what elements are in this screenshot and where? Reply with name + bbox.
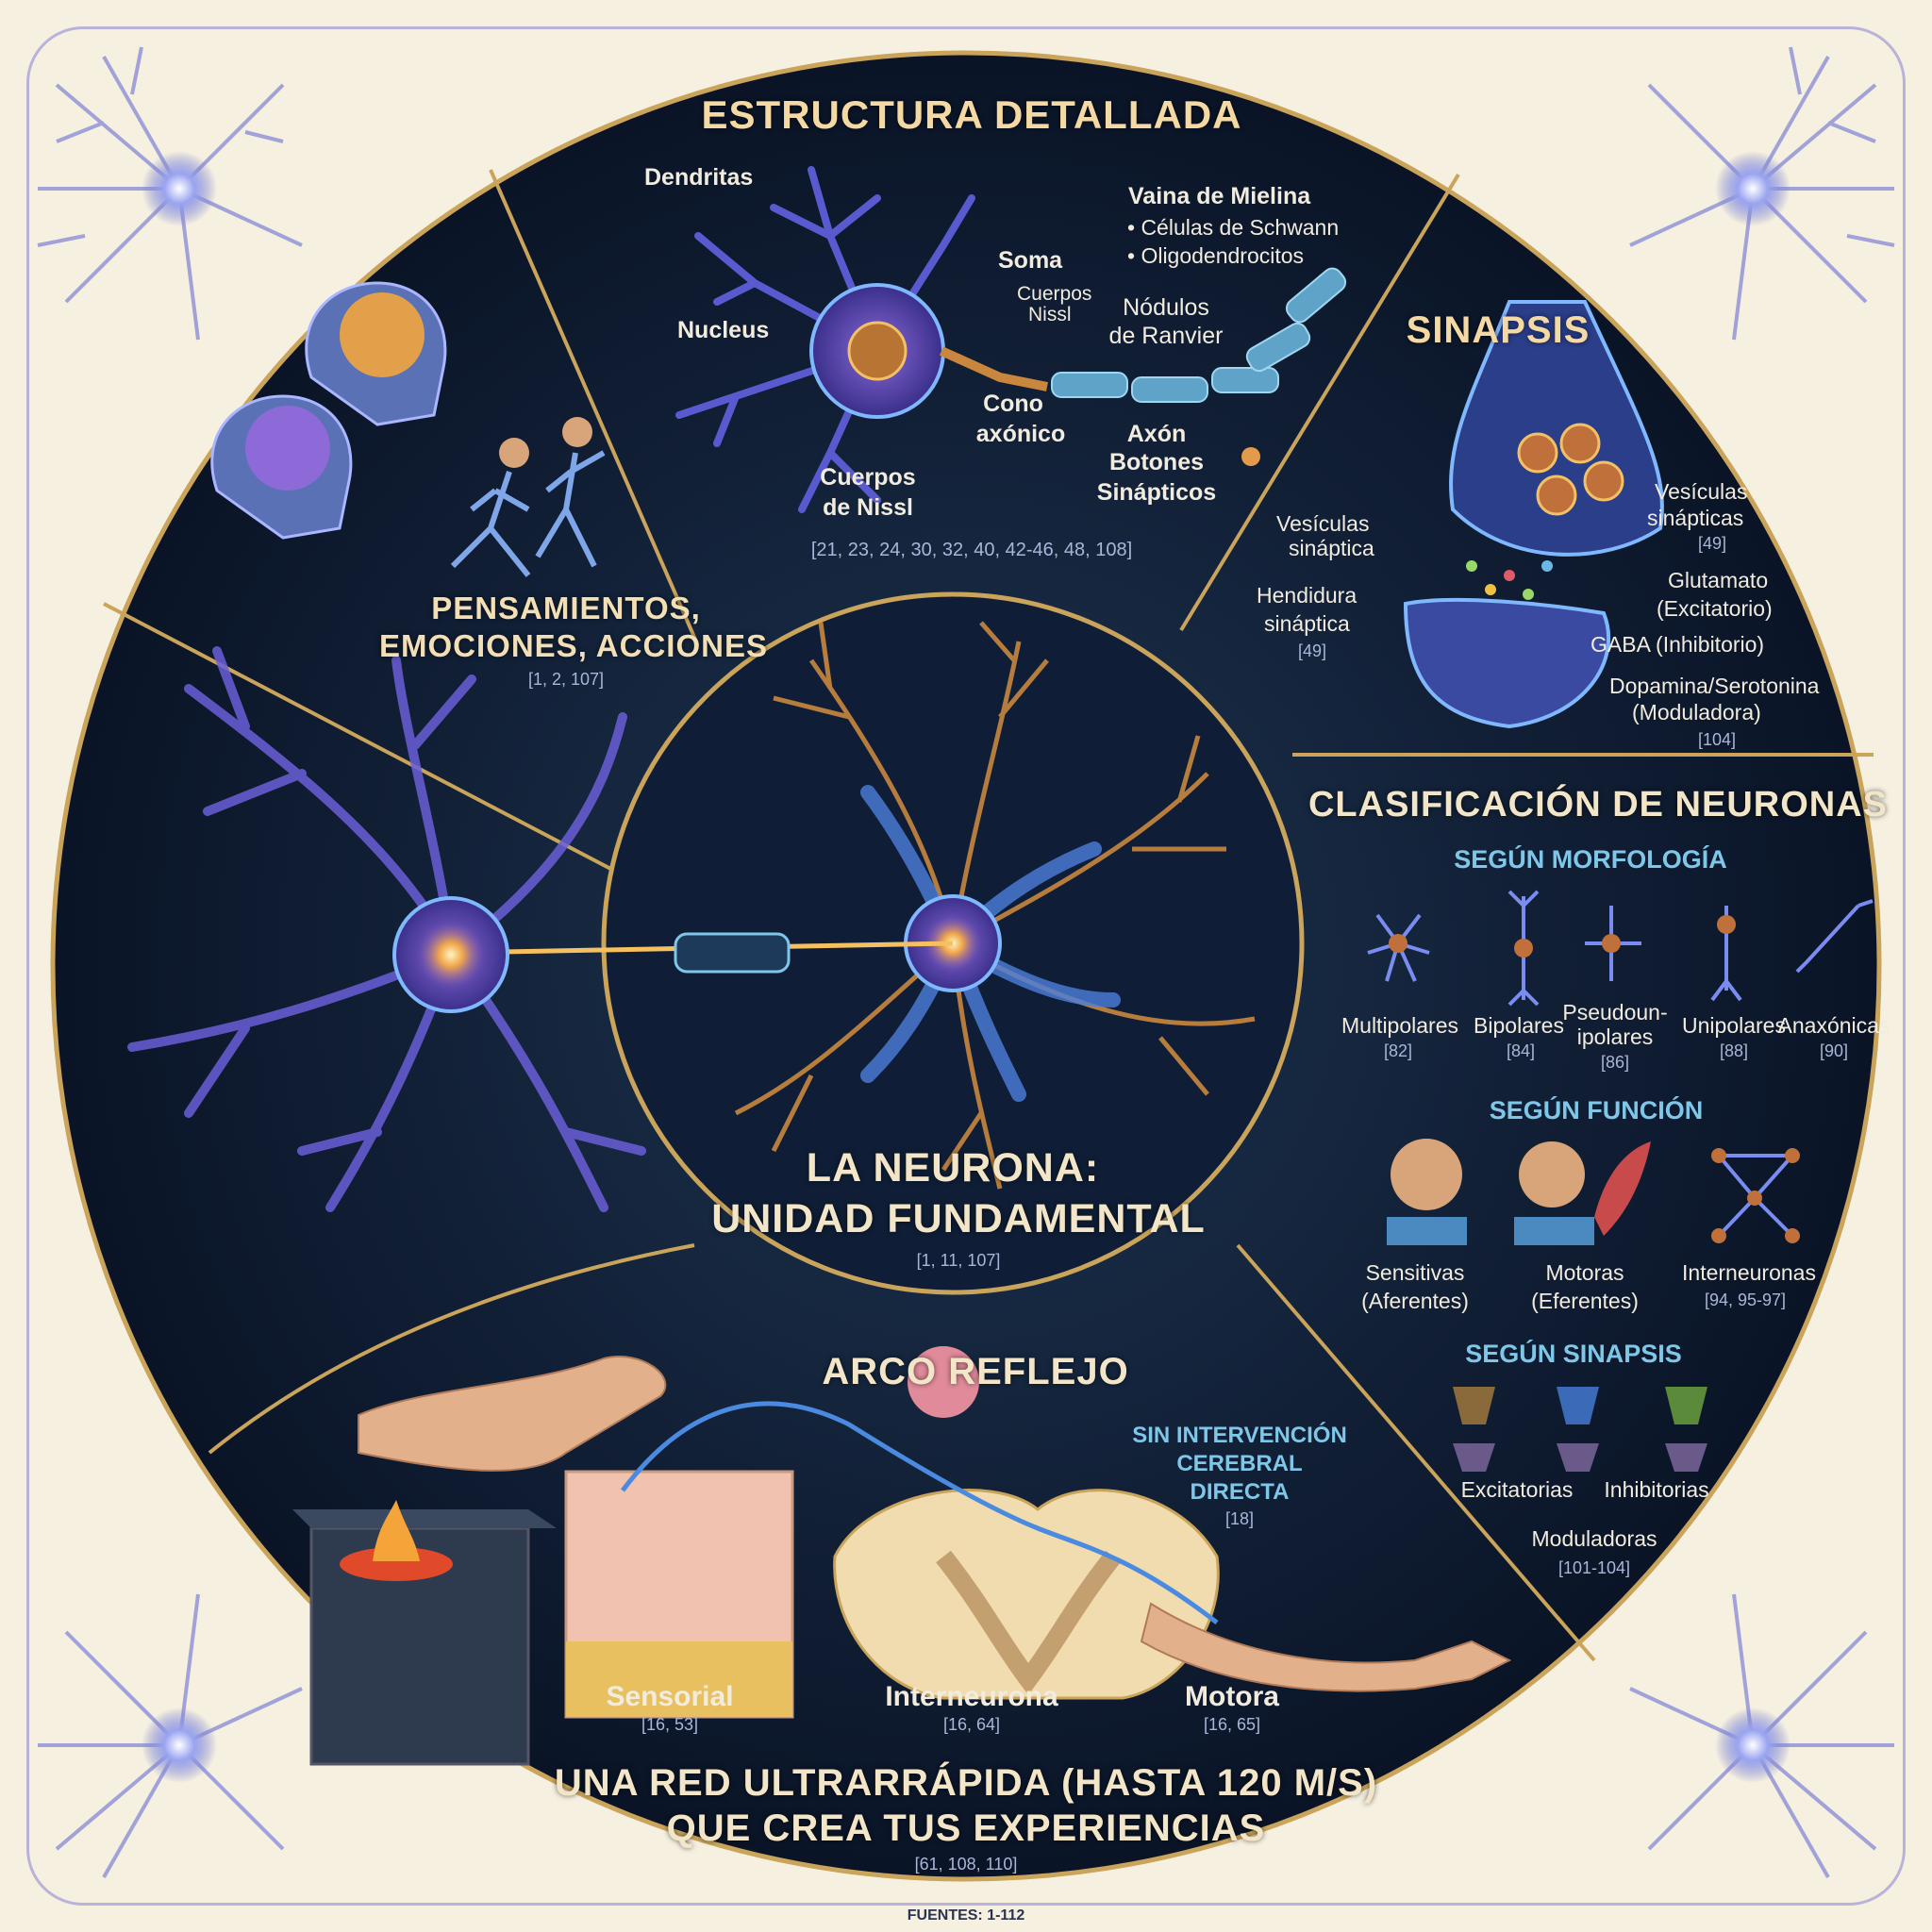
- label-vesiculas-left-2: sináptica: [1289, 536, 1374, 560]
- reflejo-sin-ref: [18]: [1224, 1509, 1255, 1528]
- label-hendidura-1: Hendidura: [1257, 583, 1357, 608]
- funcion-heading: SEGÚN FUNCIÓN: [1489, 1096, 1704, 1124]
- morph-anaxonicas: Anaxónicas: [1777, 1013, 1890, 1038]
- label-nissl-2: de Nissl: [823, 494, 913, 521]
- label-dopamina-1: Dopamina/Serotonina: [1609, 674, 1820, 698]
- label-nissl-1: Cuerpos: [820, 464, 916, 491]
- pensamientos-line1: PENSAMIENTOS,: [431, 591, 701, 625]
- reflejo-sensorial: Sensorial: [606, 1681, 734, 1712]
- morph-bipolares-ref: [84]: [1506, 1041, 1536, 1060]
- label-botones-2: Sinápticos: [1096, 479, 1217, 506]
- morph-pseudo-2: ipolares: [1576, 1024, 1654, 1049]
- corner-neuron-bottom-left: [38, 1593, 303, 1878]
- label-nucleus: Nucleus: [677, 317, 770, 343]
- label-oligo: • Oligodendrocitos: [1127, 243, 1305, 268]
- reflejo-interneurona: Interneurona: [885, 1681, 1058, 1712]
- label-nodulos-1: Nódulos: [1123, 294, 1209, 321]
- morph-unipolares: Unipolares: [1682, 1013, 1786, 1038]
- bottom-line-2: QUE CREA TUS EXPERIENCIAS: [666, 1807, 1266, 1849]
- reflex-artwork: [292, 1346, 1512, 1766]
- hendidura-ref: [49]: [1298, 641, 1327, 660]
- morph-multipolares-ref: [82]: [1383, 1041, 1413, 1060]
- func-motoras-1: Motoras: [1545, 1260, 1624, 1285]
- bottom-refs: [61, 108, 110]: [914, 1855, 1018, 1874]
- reflejo-sin-2: CEREBRAL: [1176, 1451, 1303, 1476]
- syn-moduladoras: Moduladoras: [1531, 1526, 1657, 1551]
- reflejo-title: ARCO REFLEJO: [822, 1351, 1129, 1392]
- label-dendritas: Dendritas: [644, 164, 754, 191]
- pensamientos-refs: [1, 2, 107]: [527, 670, 605, 689]
- postsynaptic-terminal: [1403, 597, 1610, 729]
- label-cono-2: axónico: [975, 421, 1066, 447]
- func-motoras-2: (Eferentes): [1531, 1289, 1639, 1313]
- morph-bipolares: Bipolares: [1474, 1013, 1564, 1038]
- label-botones-1: Botones: [1109, 449, 1204, 475]
- bottom-line-1: UNA RED ULTRARRÁPIDA (HASTA 120 M/S): [554, 1762, 1378, 1804]
- syn-excitatorias: Excitatorias: [1460, 1477, 1574, 1502]
- label-cuerpos-small-1: Cuerpos: [1017, 283, 1092, 305]
- function-icons: [1387, 1139, 1800, 1245]
- label-hendidura-2: sináptica: [1264, 611, 1350, 636]
- reflejo-sin-3: DIRECTA: [1190, 1479, 1290, 1505]
- morph-unipolares-ref: [88]: [1719, 1041, 1749, 1060]
- label-dopamina-2: (Moduladora): [1632, 700, 1761, 724]
- neurotransmitters: [1466, 560, 1553, 600]
- reflejo-sin-1: SIN INTERVENCIÓN: [1132, 1423, 1347, 1448]
- myelin-sheath: [1051, 267, 1347, 403]
- center-title-1: LA NEURONA:: [806, 1145, 1100, 1191]
- label-nodulos-2: de Ranvier: [1108, 323, 1224, 349]
- label-vaina: Vaina de Mielina: [1128, 183, 1311, 209]
- runners: [450, 417, 606, 577]
- label-glutamato-2: (Excitatorio): [1657, 596, 1773, 621]
- clasificacion-title: CLASIFICACIÓN DE NEURONAS: [1307, 785, 1889, 824]
- func-inter-ref: [94, 95-97]: [1704, 1291, 1787, 1309]
- label-soma: Soma: [998, 247, 1063, 274]
- vesiculas-right-ref: [49]: [1698, 534, 1727, 553]
- reflejo-interneurona-ref: [16, 64]: [942, 1715, 1001, 1734]
- morph-anaxonicas-ref: [90]: [1819, 1041, 1849, 1060]
- morph-pseudo-1: Pseudoun-: [1562, 1000, 1668, 1024]
- label-vesiculas-left-1: Vesículas: [1276, 511, 1370, 536]
- label-glutamato-1: Glutamato: [1668, 568, 1769, 592]
- estructura-title: ESTRUCTURA DETALLADA: [701, 92, 1242, 137]
- label-axon: Axón: [1126, 421, 1187, 447]
- syn-inhibitorias: Inhibitorias: [1604, 1477, 1709, 1502]
- section-dividers: [103, 169, 1874, 1662]
- morph-multipolares: Multipolares: [1341, 1013, 1458, 1038]
- corner-neuron-top-right: [1629, 46, 1895, 341]
- pensamientos-line2: EMOCIONES, ACCIONES: [379, 628, 768, 663]
- morfologia-heading: SEGÚN MORFOLOGÍA: [1454, 845, 1727, 874]
- synapse-type-icons: [1453, 1387, 1707, 1472]
- sinapsis-ref: [104]: [1698, 730, 1737, 749]
- fuentes: FUENTES: 1-112: [907, 1907, 1025, 1924]
- label-vesiculas-right-2: sinápticas: [1647, 506, 1744, 530]
- estructura-refs: [21, 23, 24, 30, 32, 40, 42-46, 48, 108]: [810, 540, 1133, 560]
- label-cono-1: Cono: [983, 391, 1043, 417]
- label-vesiculas-right-1: Vesículas: [1655, 479, 1748, 504]
- reflejo-motora: Motora: [1185, 1681, 1279, 1712]
- center-refs: [1, 11, 107]: [916, 1251, 1001, 1270]
- corner-neuron-top-left: [37, 46, 303, 341]
- label-gaba: GABA (Inhibitorio): [1591, 632, 1765, 657]
- label-cuerpos-small-2: Nissl: [1028, 304, 1072, 325]
- sinapsis-heading: SEGÚN SINAPSIS: [1465, 1340, 1682, 1368]
- syn-ref: [101-104]: [1557, 1558, 1631, 1577]
- func-sensitivas-1: Sensitivas: [1365, 1260, 1465, 1285]
- head-icons: [210, 281, 447, 540]
- reflejo-motora-ref: [16, 65]: [1203, 1715, 1261, 1734]
- func-inter-1: Interneuronas: [1682, 1260, 1816, 1285]
- corner-neuron-bottom-right: [1629, 1593, 1894, 1878]
- label-schwann: • Células de Schwann: [1127, 215, 1340, 240]
- func-sensitivas-2: (Aferentes): [1361, 1289, 1469, 1313]
- outer-frame: [26, 26, 1906, 1906]
- center-title-2: UNIDAD FUNDAMENTAL: [711, 1196, 1206, 1241]
- reflejo-sensorial-ref: [16, 53]: [641, 1715, 699, 1734]
- sinapsis-title: SINAPSIS: [1406, 309, 1591, 351]
- morph-pseudo-ref: [86]: [1600, 1053, 1630, 1072]
